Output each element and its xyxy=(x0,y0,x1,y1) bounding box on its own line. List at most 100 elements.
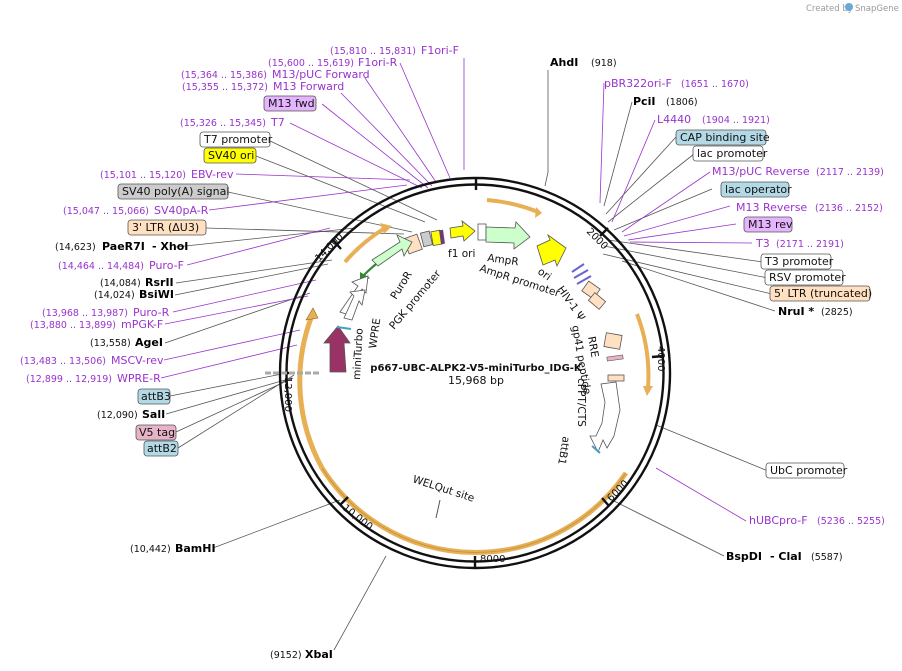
box-5-ltr[interactable] xyxy=(769,285,871,302)
coord-pcii: (1806) xyxy=(666,97,698,108)
coord-pbr322ori-f: (1651 .. 1670) xyxy=(681,79,749,90)
ubc-promoter-arrow xyxy=(589,381,621,453)
label-f1ori-r[interactable]: F1ori-R xyxy=(358,56,398,69)
label-agei[interactable]: AgeI xyxy=(135,336,163,349)
label-pcii[interactable]: PciI xyxy=(633,95,655,108)
coord-mscv-rev: (13,483 .. 13,506) xyxy=(20,356,106,367)
label-m13-fwd: M13 fwd xyxy=(268,97,315,110)
label-attb2: attB2 xyxy=(147,442,177,455)
feature-arc-bottom xyxy=(319,466,629,555)
label-mpgk-f[interactable]: mPGK-F xyxy=(121,318,163,331)
puror-arrow xyxy=(371,234,413,267)
label-t3-promoter: T3 promoter xyxy=(764,255,834,268)
coord-f1ori-f: (15,810 .. 15,831) xyxy=(330,46,416,57)
label-nrui[interactable]: NruI * xyxy=(778,305,814,318)
label-t7-promoter: T7 promoter xyxy=(203,133,273,146)
label-v5-tag: V5 tag xyxy=(139,426,175,439)
coord-xbai: (9152) xyxy=(270,650,302,661)
box-3-ltr[interactable] xyxy=(127,219,207,236)
box-cap-site[interactable] xyxy=(675,129,767,146)
label-m13puc-rev[interactable]: M13/pUC Reverse xyxy=(712,165,810,178)
coord-bsiwi: (14,024) xyxy=(94,290,135,301)
label-sali[interactable]: SalI xyxy=(142,408,165,421)
label-rsrii[interactable]: RsrII xyxy=(145,276,174,289)
ahdi-region-arc xyxy=(486,198,539,214)
label-attb3: attB3 xyxy=(141,390,171,403)
arrow-left-feature xyxy=(305,307,319,321)
coord-t3: (2171 .. 2191) xyxy=(776,239,844,250)
label-paer7i[interactable]: PaeR7I xyxy=(102,240,145,253)
coord-paer7i: (14,623) xyxy=(55,242,96,253)
box-lac-promoter[interactable] xyxy=(692,145,764,162)
label-f1ori-f[interactable]: F1ori-F xyxy=(421,44,459,57)
coord-puro-f: (14,464 .. 14,484) xyxy=(58,261,144,272)
coord-m13puc-rev: (2117 .. 2139) xyxy=(816,167,884,178)
box-sv40-ori[interactable] xyxy=(203,147,257,164)
coord-bspdi: (5587) xyxy=(811,552,843,563)
label-3-ltr: 3' LTR (ΔU3) xyxy=(132,221,199,234)
coord-m13-forward: (15,355 .. 15,372) xyxy=(182,82,268,93)
plasmid-length: 15,968 bp xyxy=(448,374,504,387)
box-m13-rev[interactable] xyxy=(743,216,793,233)
label-xhoi[interactable]: - XhoI xyxy=(152,240,188,253)
label-l4440[interactable]: L4440 xyxy=(657,113,691,126)
feature-arc-left xyxy=(297,317,325,470)
coord-l4440: (1904 .. 1921) xyxy=(702,115,770,126)
label-ahdi[interactable]: AhdI xyxy=(550,56,578,69)
label-puro-f[interactable]: Puro-F xyxy=(149,259,184,272)
f1-ori-arrow xyxy=(449,220,476,242)
label-ebv-rev[interactable]: EBV-rev xyxy=(191,168,234,181)
label-pbr322ori-f[interactable]: pBR322ori-F xyxy=(604,77,672,90)
coord-t7: (15,326 .. 15,345) xyxy=(180,118,266,129)
label-lac-operator: lac operator xyxy=(725,183,792,196)
label-bsiwi[interactable]: BsiWI xyxy=(139,288,174,301)
coord-agei: (13,558) xyxy=(90,338,131,349)
box-lac-operator[interactable] xyxy=(720,181,790,198)
box-t3-promoter[interactable] xyxy=(760,253,832,270)
label-xbai[interactable]: XbaI xyxy=(305,648,333,661)
label-sv40pa-r[interactable]: SV40pA-R xyxy=(154,204,209,217)
cppt-box xyxy=(607,374,625,382)
label-m13puc-fwd[interactable]: M13/pUC Forward xyxy=(272,68,370,81)
wpre-arrow xyxy=(343,289,366,321)
box-attb2[interactable] xyxy=(143,440,179,457)
label-mscv-rev[interactable]: MSCV-rev xyxy=(111,354,164,367)
label-hubcpro-f[interactable]: hUBCpro-F xyxy=(749,514,808,527)
label-m13-reverse[interactable]: M13 Reverse xyxy=(736,201,807,214)
ori-arrow xyxy=(536,233,567,268)
coord-puro-r: (13,968 .. 13,987) xyxy=(42,308,128,319)
coord-sv40pa-r: (15,047 .. 15,066) xyxy=(63,206,149,217)
label-wpre-r[interactable]: WPRE-R xyxy=(117,372,161,385)
leader-lines xyxy=(164,70,776,651)
box-t7-promoter[interactable] xyxy=(199,131,271,148)
coord-f1ori-r: (15,600 .. 15,619) xyxy=(268,58,354,69)
label-puro-r[interactable]: Puro-R xyxy=(133,306,170,319)
label-bamhi[interactable]: BamHI xyxy=(175,542,216,555)
label-bspdi[interactable]: BspDI xyxy=(726,550,762,563)
plasmid-name: p667-UBC-ALPK2-V5-miniTurbo_IDG-K xyxy=(370,363,583,374)
rre-box xyxy=(603,332,623,350)
label-attb1: attB1 xyxy=(555,435,572,465)
box-m13-fwd[interactable] xyxy=(263,95,317,112)
label-cppt: cPPT/CTS xyxy=(575,378,587,427)
coord-nrui: (2825) xyxy=(821,307,853,318)
label-t3[interactable]: T3 xyxy=(755,237,770,250)
box-attb3[interactable] xyxy=(137,388,171,405)
box-sv40-polya[interactable] xyxy=(117,183,229,200)
label-clai[interactable]: - ClaI xyxy=(770,550,802,563)
box-rsv-promoter[interactable] xyxy=(764,269,844,286)
coord-m13puc-fwd: (15,364 .. 15,386) xyxy=(181,70,267,81)
label-cap-site: CAP binding site xyxy=(680,131,770,144)
coord-bamhi: (10,442) xyxy=(130,544,171,555)
tick-8000: 8000 xyxy=(480,554,505,565)
box-ubc-promoter[interactable] xyxy=(765,462,845,479)
right-feature-arc xyxy=(635,313,651,389)
label-ampr-promoter: AmpR promoter xyxy=(478,262,562,299)
credit-brand: SnapGene xyxy=(855,4,899,14)
miniturbo-arrow xyxy=(323,325,351,373)
label-m13-forward[interactable]: M13 Forward xyxy=(273,80,344,93)
snapgene-logo-icon xyxy=(845,3,853,11)
label-ampr: AmpR xyxy=(487,252,520,268)
box-v5-tag[interactable] xyxy=(135,424,177,441)
label-t7[interactable]: T7 xyxy=(270,116,285,129)
